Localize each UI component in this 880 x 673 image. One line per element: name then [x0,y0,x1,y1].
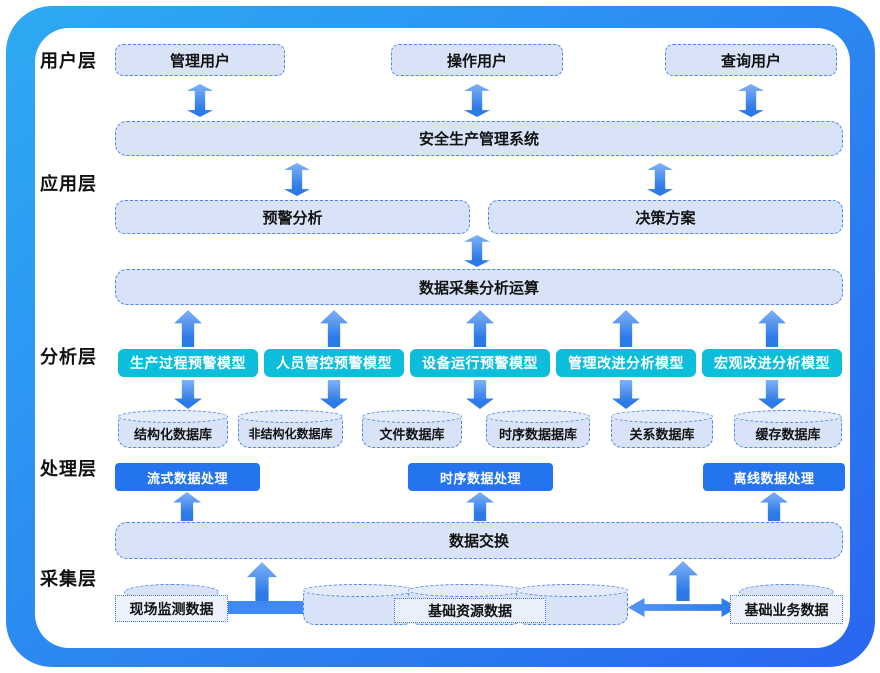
layer-label-processing: 处理层 [40,459,97,479]
db-structured: 结构化数据库 [118,410,228,448]
exchange-bar: 数据交换 [115,522,843,559]
layer-label-app: 应用层 [40,174,97,194]
db-file: 文件数据库 [362,410,462,448]
user-box-operate: 操作用户 [391,44,563,76]
db-label: 结构化数据库 [133,427,212,442]
cylinder-top [486,410,590,423]
db-relational: 关系数据库 [611,410,713,448]
model-equipment: 设备运行预警模型 [410,349,550,377]
cylinder-top [611,410,713,423]
db-label: 缓存数据库 [755,427,821,442]
user-box-query: 查询用户 [665,44,837,76]
db-label: 时序数据据库 [498,427,577,442]
db-unstructured: 非结构化数据库 [238,410,343,448]
cylinder-top [118,410,228,423]
cylinder-top [303,584,415,597]
source-site-monitor: 现场监测数据 [115,584,228,622]
source-business-data: 基础业务数据 [730,584,843,624]
processor-stream: 流式数据处理 [115,463,260,491]
warning-analysis-box: 预警分析 [115,200,470,234]
cylinder-top [238,410,343,423]
db-label: 文件数据库 [379,427,445,442]
layer-label-collection: 采集层 [40,569,97,589]
system-bar: 安全生产管理系统 [115,121,843,156]
cylinder-top [408,584,523,597]
db-label: 非结构化数据库 [248,427,333,441]
layer-label-user: 用户层 [40,51,97,71]
cylinder-top [516,584,628,597]
decision-plan-box: 决策方案 [488,200,843,234]
user-box-admin: 管理用户 [115,44,285,76]
model-macro: 宏观改进分析模型 [702,349,842,377]
processor-time: 时序数据处理 [408,463,553,491]
layer-label-analysis: 分析层 [40,347,97,367]
db-cache: 缓存数据库 [734,410,842,448]
source-label: 现场监测数据 [115,595,228,622]
db-timeseries: 时序数据据库 [486,410,590,448]
connector-site-resource [228,601,308,614]
processor-offline: 离线数据处理 [703,463,845,491]
model-management: 管理改进分析模型 [556,349,696,377]
cylinder-top [734,410,842,423]
compute-bar: 数据采集分析运算 [115,269,843,305]
model-production: 生产过程预警模型 [118,349,258,377]
db-label: 关系数据库 [629,427,695,442]
source-label: 基础业务数据 [730,595,843,624]
cylinder-top [362,410,462,423]
model-personnel: 人员管控预警模型 [264,349,404,377]
source-resource-label: 基础资源数据 [394,598,546,623]
